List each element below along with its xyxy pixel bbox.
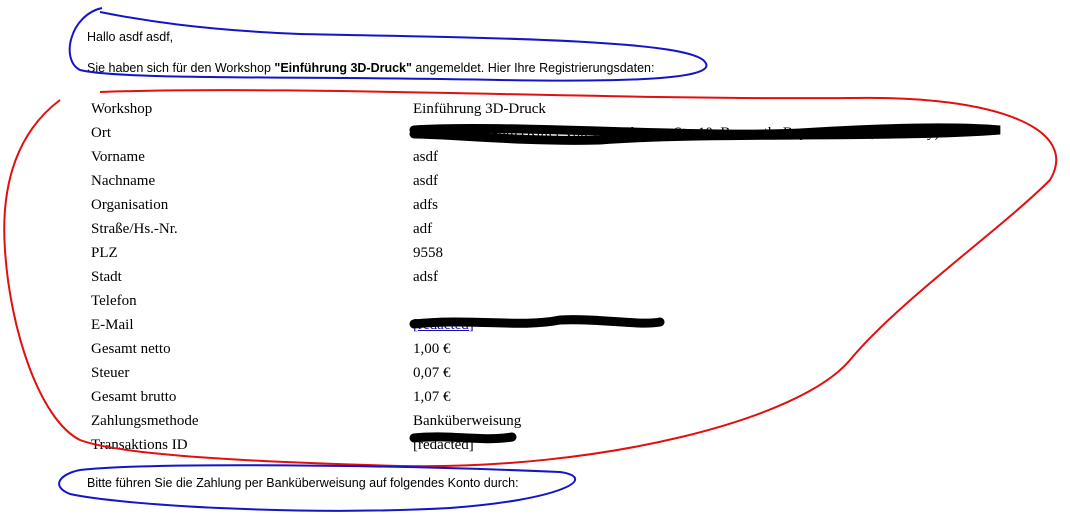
intro-before: Sie haben sich für den Workshop <box>87 61 275 75</box>
row-label: Stadt <box>91 268 122 285</box>
table-row: Stadt adsf <box>86 265 939 289</box>
row-label: Organisation <box>91 196 169 213</box>
table-row: Steuer 0,07 € <box>86 361 939 385</box>
intro-text: Sie haben sich für den Workshop "Einführ… <box>87 61 654 75</box>
row-value: 1,07 € <box>413 388 451 405</box>
row-label: Telefon <box>91 292 137 309</box>
table-row: Nachname asdf <box>86 169 939 193</box>
row-label: Ort <box>91 124 111 141</box>
table-row: E-Mail [redacted] <box>86 313 939 337</box>
row-value: FabLab Bayreuth (Ritter-von-Eitzenberger… <box>413 124 940 141</box>
table-row: Straße/Hs.-Nr. adf <box>86 217 939 241</box>
row-label: Steuer <box>91 364 130 381</box>
table-row: PLZ 9558 <box>86 241 939 265</box>
row-value: adf <box>413 220 433 237</box>
row-label: Vorname <box>91 148 145 165</box>
row-value: asdf <box>413 172 438 189</box>
row-value: asdf <box>413 148 438 165</box>
row-value: 9558 <box>413 244 443 261</box>
row-label: Transaktions ID <box>91 436 188 453</box>
row-label: PLZ <box>91 244 118 261</box>
table-row: Workshop Einführung 3D-Druck <box>86 97 939 121</box>
row-label: Workshop <box>91 100 153 117</box>
row-value <box>408 289 939 313</box>
table-row: Zahlungsmethode Banküberweisung <box>86 409 939 433</box>
greeting: Hallo asdf asdf, <box>87 30 174 44</box>
table-row: Organisation adfs <box>86 193 939 217</box>
table-row: Gesamt netto 1,00 € <box>86 337 939 361</box>
payment-instruction: Bitte führen Sie die Zahlung per Bankübe… <box>87 476 519 490</box>
row-label: Nachname <box>91 172 156 189</box>
row-label: Straße/Hs.-Nr. <box>91 220 178 237</box>
intro-after: angemeldet. Hier Ihre Registrierungsdate… <box>411 61 655 75</box>
row-label: Gesamt brutto <box>91 388 177 405</box>
row-label: Zahlungsmethode <box>91 412 199 429</box>
table-row: Ort FabLab Bayreuth (Ritter-von-Eitzenber… <box>86 121 939 145</box>
table-row: Vorname asdf <box>86 145 939 169</box>
table-row: Telefon <box>86 289 939 313</box>
row-value: adfs <box>413 196 438 213</box>
registration-table: Workshop Einführung 3D-Druck Ort FabLab Ba… <box>86 97 939 457</box>
email-link[interactable]: [redacted] <box>413 316 474 333</box>
intro-workshop: "Einführung 3D-Druck" <box>274 61 412 75</box>
row-value: Einführung 3D-Druck <box>413 100 546 117</box>
row-value: 1,00 € <box>413 340 451 357</box>
row-value: Banküberweisung <box>413 412 522 429</box>
row-value: 0,07 € <box>413 364 451 381</box>
row-label: Gesamt netto <box>91 340 171 357</box>
table-row: Transaktions ID [redacted] <box>86 433 939 457</box>
row-label: E-Mail <box>91 316 134 333</box>
row-value: adsf <box>413 268 438 285</box>
table-row: Gesamt brutto 1,07 € <box>86 385 939 409</box>
row-value: [redacted] <box>413 436 474 453</box>
